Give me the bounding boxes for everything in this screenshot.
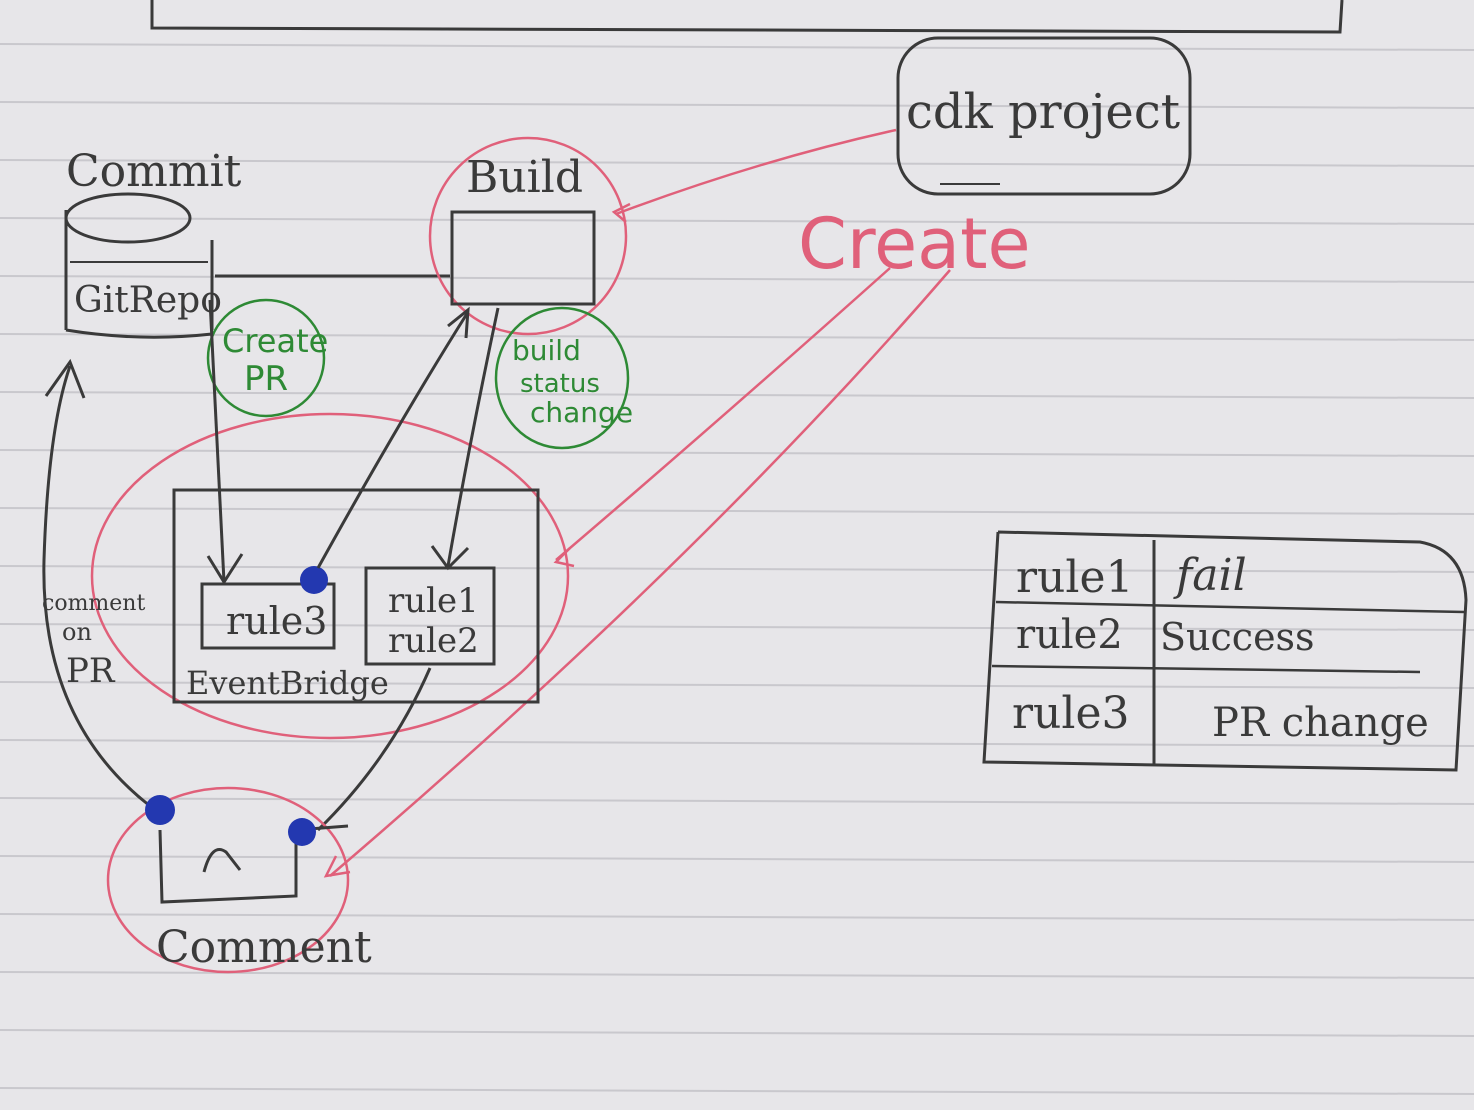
ruled-line (0, 449, 1474, 457)
eventbridge-label: EventBridge (186, 664, 389, 702)
cdk-project-node: cdk project (896, 36, 1192, 196)
table-row3-result: PR change (1212, 700, 1429, 746)
table-row1-result: fail (1173, 550, 1247, 601)
ruled-line (0, 43, 1474, 51)
rule3-label: rule3 (226, 599, 327, 643)
git-repo-node: Commit GitRepo (64, 146, 242, 339)
rule12-to-comment-arrow (316, 667, 432, 832)
comment-on-pr-line1: comment (42, 591, 145, 616)
ruled-line (0, 739, 1474, 747)
ruled-line (0, 681, 1474, 689)
build-status-change-edge: build status change (494, 306, 633, 450)
build-to-rule12-arrow (446, 307, 500, 567)
build-box (450, 210, 596, 306)
rule3-blue-dot-icon (300, 566, 328, 594)
ruled-line (0, 217, 1474, 225)
pencil-edges (42, 299, 500, 832)
create-red-label: Create (798, 203, 1031, 285)
eventbridge-red-circle (90, 412, 570, 740)
git-repo-label: GitRepo (74, 280, 222, 321)
table-row1-rule: rule1 (1016, 552, 1133, 603)
comment-on-pr-line2: on (62, 618, 92, 646)
comment-label: Comment (156, 922, 372, 973)
table-row2-result: Success (1160, 615, 1315, 659)
create-pr-line1: Create (222, 322, 328, 360)
cdk-to-eventbridge-arrow (555, 267, 891, 561)
table-row2-rule: rule2 (1016, 612, 1123, 658)
ruled-line (0, 391, 1474, 399)
comment-box (158, 824, 349, 904)
create-edges (323, 128, 951, 878)
build-title: Build (466, 152, 583, 203)
cdk-to-comment-arrow (329, 269, 951, 877)
ruled-line (0, 159, 1474, 167)
ruled-lines (0, 43, 1474, 1095)
build-status-line1: build (512, 334, 581, 367)
rules-table-border (982, 530, 1468, 772)
build-node: Build (428, 136, 628, 336)
top-cutoff-box (150, 0, 1344, 34)
ruled-line (0, 333, 1474, 341)
ruled-line (0, 855, 1474, 863)
comment-blue-dot-left-icon (145, 795, 175, 825)
ruled-line (0, 507, 1474, 515)
build-status-line3: change (530, 396, 633, 429)
ruled-line (0, 1029, 1474, 1037)
ruled-line (0, 565, 1474, 573)
comment-on-pr-line3: PR (66, 651, 116, 691)
repo-to-rule3-arrow (208, 299, 226, 583)
rules-table: rule1 fail rule2 Success rule3 PR change (982, 530, 1468, 772)
ruled-line (0, 1087, 1474, 1095)
cdk-project-label: cdk project (906, 84, 1180, 140)
build-status-green-circle (494, 306, 630, 450)
rule3-to-build-arrow (316, 311, 470, 569)
ruled-line (0, 623, 1474, 631)
lambda-icon (202, 848, 242, 873)
ruled-line (0, 101, 1474, 109)
commit-title: Commit (66, 146, 242, 197)
build-red-circle (428, 136, 628, 336)
rule12-box (364, 566, 496, 666)
ruled-line (0, 971, 1474, 979)
cdk-project-box (896, 36, 1192, 196)
comment-blue-dot-right-icon (288, 818, 316, 846)
comment-to-repo-arrow (42, 365, 151, 808)
ruled-line (0, 913, 1474, 921)
rule12-line2: rule2 (388, 621, 479, 661)
create-pr-green-circle (206, 298, 326, 418)
comment-red-circle (106, 786, 350, 974)
build-status-line2: status (520, 369, 600, 399)
rule12-line1: rule1 (388, 581, 479, 621)
comment-node: Comment (106, 786, 372, 974)
create-pr-edge: Create PR (206, 298, 328, 418)
cdk-to-build-arrow (615, 128, 897, 216)
ruled-line (0, 797, 1474, 805)
rule3-box (200, 582, 336, 650)
create-pr-line2: PR (244, 359, 288, 399)
table-row3-rule: rule3 (1012, 688, 1129, 739)
eventbridge-node: rule3 rule1 rule2 EventBridge (90, 412, 570, 740)
